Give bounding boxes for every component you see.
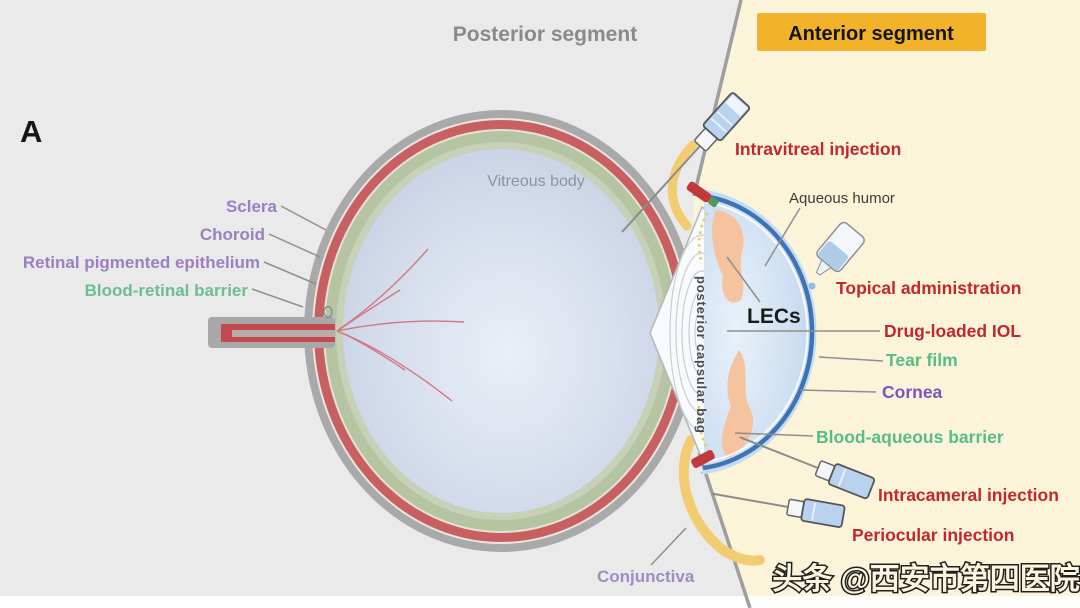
toutiao-watermark: 头条 @西安市第四医院 — [772, 562, 1080, 596]
bottom-strip — [0, 596, 1080, 608]
conjunctiva-band — [667, 140, 765, 566]
limbus-mark-bottom — [691, 450, 715, 468]
topical-dropper — [808, 221, 865, 290]
topical-administration-label: Topical administration — [836, 278, 1021, 298]
panel-label: A — [20, 114, 42, 149]
intracameral-syringe — [739, 436, 876, 500]
blood-retinal-barrier-leader-line — [251, 288, 304, 308]
aqueous-humor-label: Aqueous humor — [789, 190, 895, 207]
lecs-label: LECs — [747, 305, 801, 328]
cornea-leader-line — [799, 389, 877, 393]
periocular-needle — [711, 492, 789, 508]
aqueous-humor-leader-line — [764, 207, 801, 267]
retinal-pigmented-epithelium-label: Retinal pigmented epithelium — [23, 253, 260, 272]
segment-divider-bottom — [697, 452, 752, 608]
posterior-segment-title: Posterior segment — [453, 23, 637, 46]
posterior-capsular-bag-label: posterior capsular bag — [694, 276, 709, 434]
sclera-leader-line — [280, 205, 327, 231]
vitreous-body-fill — [343, 149, 659, 513]
blood-aqueous-barrier-label: Blood-aqueous barrier — [816, 427, 1004, 447]
optic-disc-mark — [323, 305, 333, 319]
tear-film-label: Tear film — [886, 350, 958, 370]
drug-loaded-iol-label: Drug-loaded IOL — [884, 321, 1021, 341]
blood-aqueous-barrier-leader-line — [734, 432, 814, 437]
intracameral-injection-label: Intracameral injection — [878, 485, 1059, 505]
eyeball — [304, 110, 698, 552]
cornea-line — [702, 193, 815, 471]
retinal-vessels — [336, 248, 465, 402]
rpe-leader-line — [263, 261, 317, 285]
intracameral-needle — [739, 436, 819, 469]
vitreous-body-label: Vitreous body — [487, 173, 585, 190]
choroid-label: Choroid — [200, 225, 265, 244]
lecs-leader-line — [726, 256, 761, 303]
sclera-label: Sclera — [226, 197, 278, 216]
conjunctiva-leader-line — [650, 527, 687, 566]
periocular-injection-label: Periocular injection — [852, 525, 1014, 545]
cornea-inner-highlight — [703, 201, 809, 463]
segment-divider-top — [692, 0, 743, 197]
blood-retinal-barrier-label: Blood-retinal barrier — [85, 281, 249, 300]
optic-nerve — [208, 317, 335, 348]
limbus-mark-top — [686, 181, 719, 208]
tear-film-leader-line — [818, 356, 884, 362]
intravitreal-syringe — [694, 92, 751, 152]
intravitreal-needle — [621, 145, 701, 233]
intravitreal-injection-label: Intravitreal injection — [735, 139, 901, 159]
anterior-segment-banner — [757, 13, 986, 51]
optic-nerve-core — [232, 330, 335, 337]
eye-drop — [808, 282, 816, 290]
periocular-syringe — [711, 492, 846, 528]
choroid-leader-line — [268, 233, 321, 258]
leader-lines — [251, 205, 884, 566]
cornea-label: Cornea — [882, 382, 943, 402]
conjunctiva-label: Conjunctiva — [597, 567, 695, 586]
iris — [712, 210, 754, 458]
anterior-segment-title: Anterior segment — [788, 23, 954, 45]
